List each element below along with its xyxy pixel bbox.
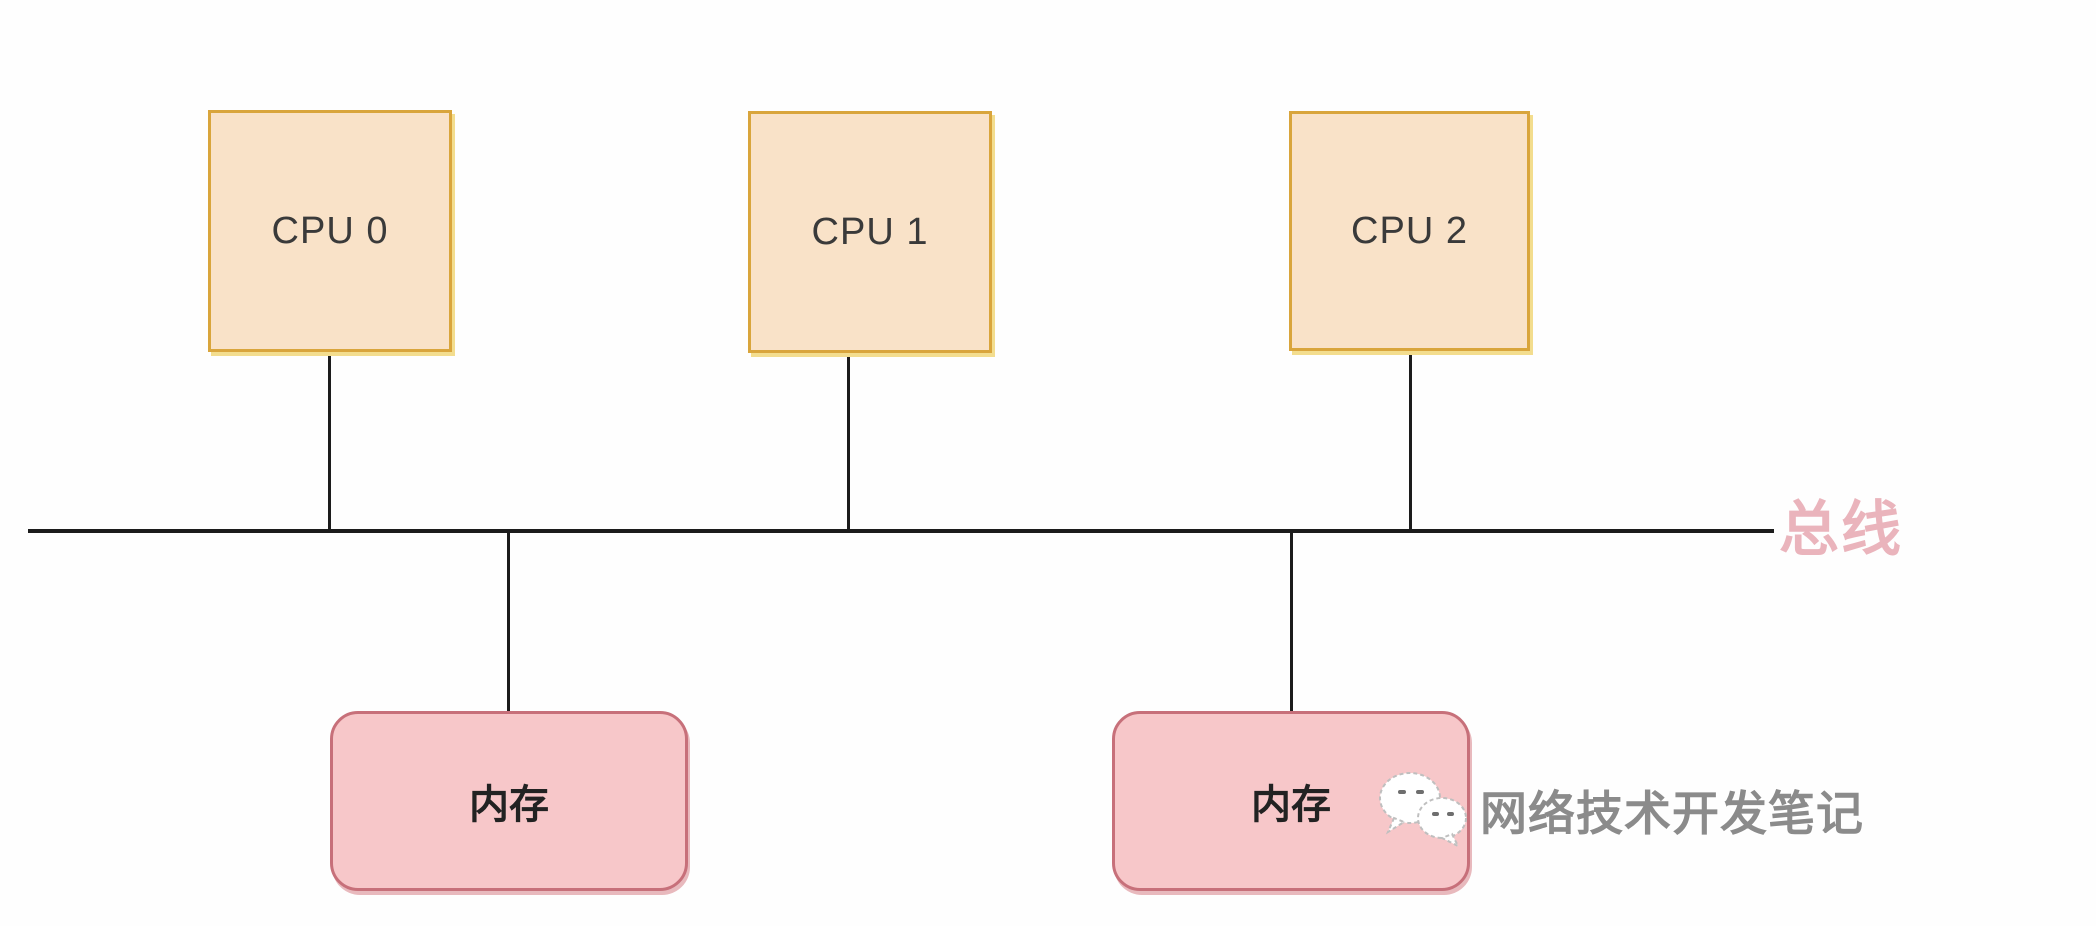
bus-label: 总线: [1779, 496, 1903, 563]
node-cpu2-label: CPU 2: [1351, 209, 1468, 252]
connector-bus-mem1: [507, 531, 510, 713]
node-mem1-label: 内存: [469, 783, 549, 827]
connector-bus-mem2: [1290, 531, 1293, 712]
node-mem1: 内存: [330, 711, 688, 891]
node-mem2-label: 内存: [1251, 783, 1331, 827]
connector-cpu0-bus: [328, 352, 331, 531]
watermark: 网络技术开发笔记: [1374, 766, 1864, 852]
connector-cpu1-bus: [847, 353, 850, 531]
node-cpu1: CPU 1: [748, 111, 992, 353]
node-cpu0: CPU 0: [208, 110, 452, 352]
watermark-text: 网络技术开发笔记: [1480, 786, 1864, 840]
connector-cpu2-bus: [1409, 351, 1412, 531]
node-cpu1-label: CPU 1: [811, 210, 929, 253]
node-cpu0-label: CPU 0: [271, 209, 389, 252]
wechat-icon: [1379, 772, 1467, 849]
node-cpu2: CPU 2: [1289, 111, 1530, 351]
bus-line: [28, 529, 1774, 533]
